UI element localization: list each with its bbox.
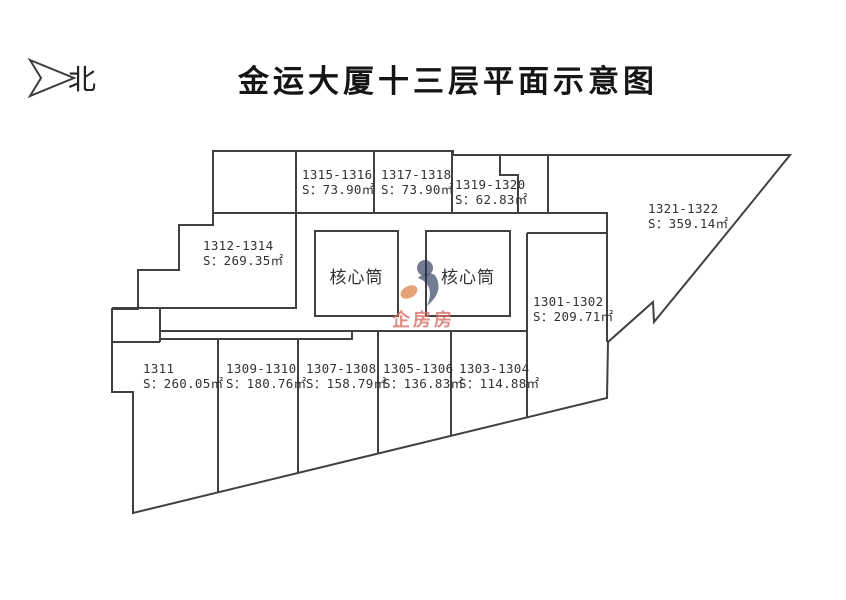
core-box-1: [314, 230, 399, 317]
north-label: 北: [68, 64, 97, 95]
room-area: S：180.76㎡: [226, 376, 307, 391]
room-area: S：73.90㎡: [302, 182, 375, 197]
room-label-1319-1320: 1319-1320 S：62.83㎡: [455, 177, 528, 207]
room-area: S：136.83㎡: [383, 376, 464, 391]
room-unit: 1321-1322: [648, 201, 719, 216]
room-unit: 1311: [143, 361, 175, 376]
room-label-1317-1318: 1317-1318 S：73.90㎡: [381, 167, 454, 197]
room-label-1309-1310: 1309-1310 S：180.76㎡: [226, 361, 306, 391]
room-label-1315-1316: 1315-1316 S：73.90㎡: [302, 167, 375, 197]
room-unit: 1319-1320: [455, 177, 526, 192]
north-arrow-icon: [27, 57, 77, 99]
room-label-1305-1306: 1305-1306 S：136.83㎡: [383, 361, 463, 391]
room-label-1307-1308: 1307-1308 S：158.79㎡: [306, 361, 386, 391]
room-area: S：73.90㎡: [381, 182, 454, 197]
watermark-logo-icon: [400, 260, 439, 306]
room-unit: 1317-1318: [381, 167, 452, 182]
wall-1319-step: [499, 155, 519, 213]
room-label-1301-1302: 1301-1302 S：209.71㎡: [533, 294, 613, 324]
room-unit: 1312-1314: [203, 238, 274, 253]
room-label-1303-1304: 1303-1304 S：114.88㎡: [459, 361, 539, 391]
core-label-1: 核心筒: [329, 268, 384, 288]
watermark-text: 企房房: [392, 310, 455, 330]
page-title: 金运大厦十三层平面示意图: [238, 64, 658, 99]
core-label-2: 核心筒: [441, 268, 495, 288]
room-area: S：114.88㎡: [459, 376, 540, 391]
room-label-1321-1322: 1321-1322 S：359.14㎡: [648, 201, 728, 231]
room-area: S：209.71㎡: [533, 309, 614, 324]
room-area: S：269.35㎡: [203, 253, 284, 268]
room-unit: 1301-1302: [533, 294, 604, 309]
room-area: S：158.79㎡: [306, 376, 387, 391]
room-unit: 1305-1306: [383, 361, 454, 376]
room-area: S：260.05㎡: [143, 376, 224, 391]
room-area: S：62.83㎡: [455, 192, 528, 207]
room-unit: 1315-1316: [302, 167, 373, 182]
room-unit: 1303-1304: [459, 361, 530, 376]
room-label-1312-1314: 1312-1314 S：269.35㎡: [203, 238, 283, 268]
wall-bottomrow-top-b: [160, 330, 527, 340]
room-unit: 1309-1310: [226, 361, 297, 376]
room-unit: 1307-1308: [306, 361, 377, 376]
room-area: S：359.14㎡: [648, 216, 729, 231]
room-label-1311: 1311 S：260.05㎡: [143, 361, 223, 391]
